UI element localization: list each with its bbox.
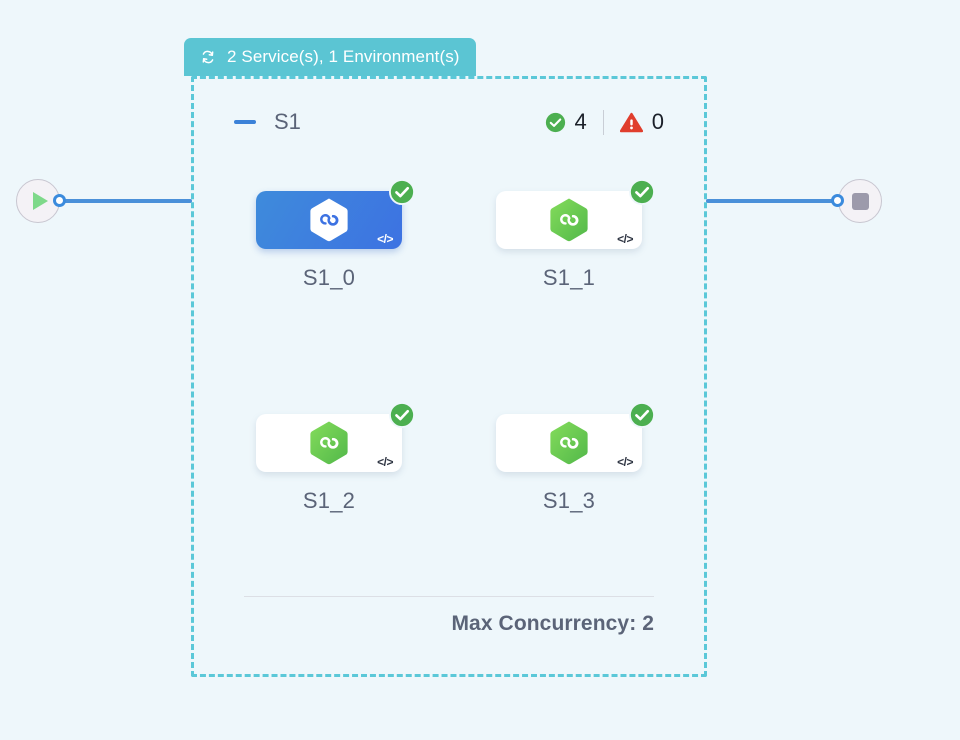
code-glyph: </> (617, 455, 633, 469)
group-container (191, 76, 707, 677)
edge-start-to-group (62, 199, 192, 203)
edge-group-to-end (706, 199, 836, 203)
node-card[interactable]: </> (256, 402, 415, 472)
stop-icon (851, 192, 869, 210)
node-card[interactable]: </> (256, 179, 415, 249)
node-s1-1[interactable]: </> S1_1 (496, 179, 655, 291)
status-warning-count: 0 (651, 109, 664, 134)
play-icon (33, 192, 48, 210)
hexagon-infinity-icon (550, 198, 588, 242)
check-circle-icon (629, 179, 655, 205)
code-glyph: </> (377, 455, 393, 469)
subgroup-label: S1 (274, 109, 301, 134)
max-concurrency-label: Max Concurrency: 2 (451, 612, 654, 635)
hexagon-infinity-icon (550, 421, 588, 465)
status-warning: 0 (619, 109, 664, 135)
status-separator (602, 109, 604, 135)
node-label: S1_1 (542, 265, 596, 290)
end-node-input-port[interactable] (831, 194, 844, 207)
footer-divider (244, 596, 654, 597)
subgroup-header-row: S1 4 0 (234, 106, 664, 138)
minus-icon[interactable] (234, 120, 256, 124)
start-node[interactable] (16, 179, 60, 223)
end-node[interactable] (838, 179, 882, 223)
check-circle-icon (389, 402, 415, 428)
code-glyph: </> (617, 232, 633, 246)
group-header-tab[interactable]: 2 Service(s), 1 Environment(s) (184, 38, 476, 76)
node-s1-2[interactable]: </> S1_2 (256, 402, 415, 514)
loop-icon (202, 50, 214, 64)
warning-triangle-icon (619, 112, 643, 132)
node-label: S1_2 (302, 488, 356, 513)
status-ok: 4 (545, 109, 587, 135)
node-card[interactable]: </> (496, 402, 655, 472)
node-s1-3[interactable]: </> S1_3 (496, 402, 655, 514)
status-ok-count: 4 (574, 109, 587, 134)
check-circle-icon (545, 112, 565, 132)
hexagon-infinity-icon (310, 421, 348, 465)
node-card[interactable]: </> (496, 179, 655, 249)
node-label: S1_0 (302, 265, 356, 290)
node-label: S1_3 (542, 488, 596, 513)
code-glyph: </> (377, 232, 393, 246)
hexagon-infinity-icon (310, 198, 348, 242)
status-cluster: 4 0 (545, 109, 664, 135)
start-node-output-port[interactable] (53, 194, 66, 207)
check-circle-icon (389, 179, 415, 205)
group-header-title: 2 Service(s), 1 Environment(s) (227, 47, 460, 66)
check-circle-icon (629, 402, 655, 428)
node-s1-0[interactable]: </> S1_0 (256, 179, 415, 291)
